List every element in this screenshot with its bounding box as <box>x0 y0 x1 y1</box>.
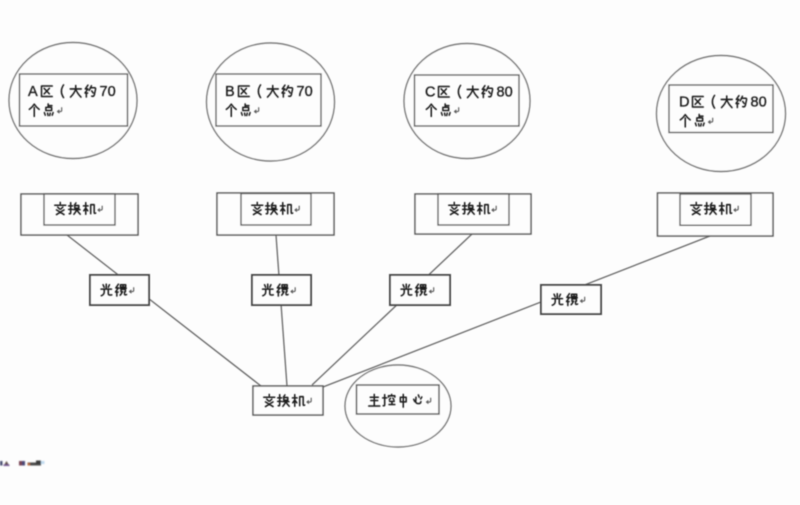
svg-text:B: B <box>225 84 235 100</box>
svg-text:A: A <box>28 84 38 100</box>
svg-text:D: D <box>679 95 689 111</box>
svg-text:70: 70 <box>297 84 313 100</box>
svg-text:C: C <box>425 85 435 101</box>
svg-text:80: 80 <box>751 95 767 111</box>
svg-text:80: 80 <box>497 85 513 101</box>
svg-text:70: 70 <box>100 84 116 100</box>
